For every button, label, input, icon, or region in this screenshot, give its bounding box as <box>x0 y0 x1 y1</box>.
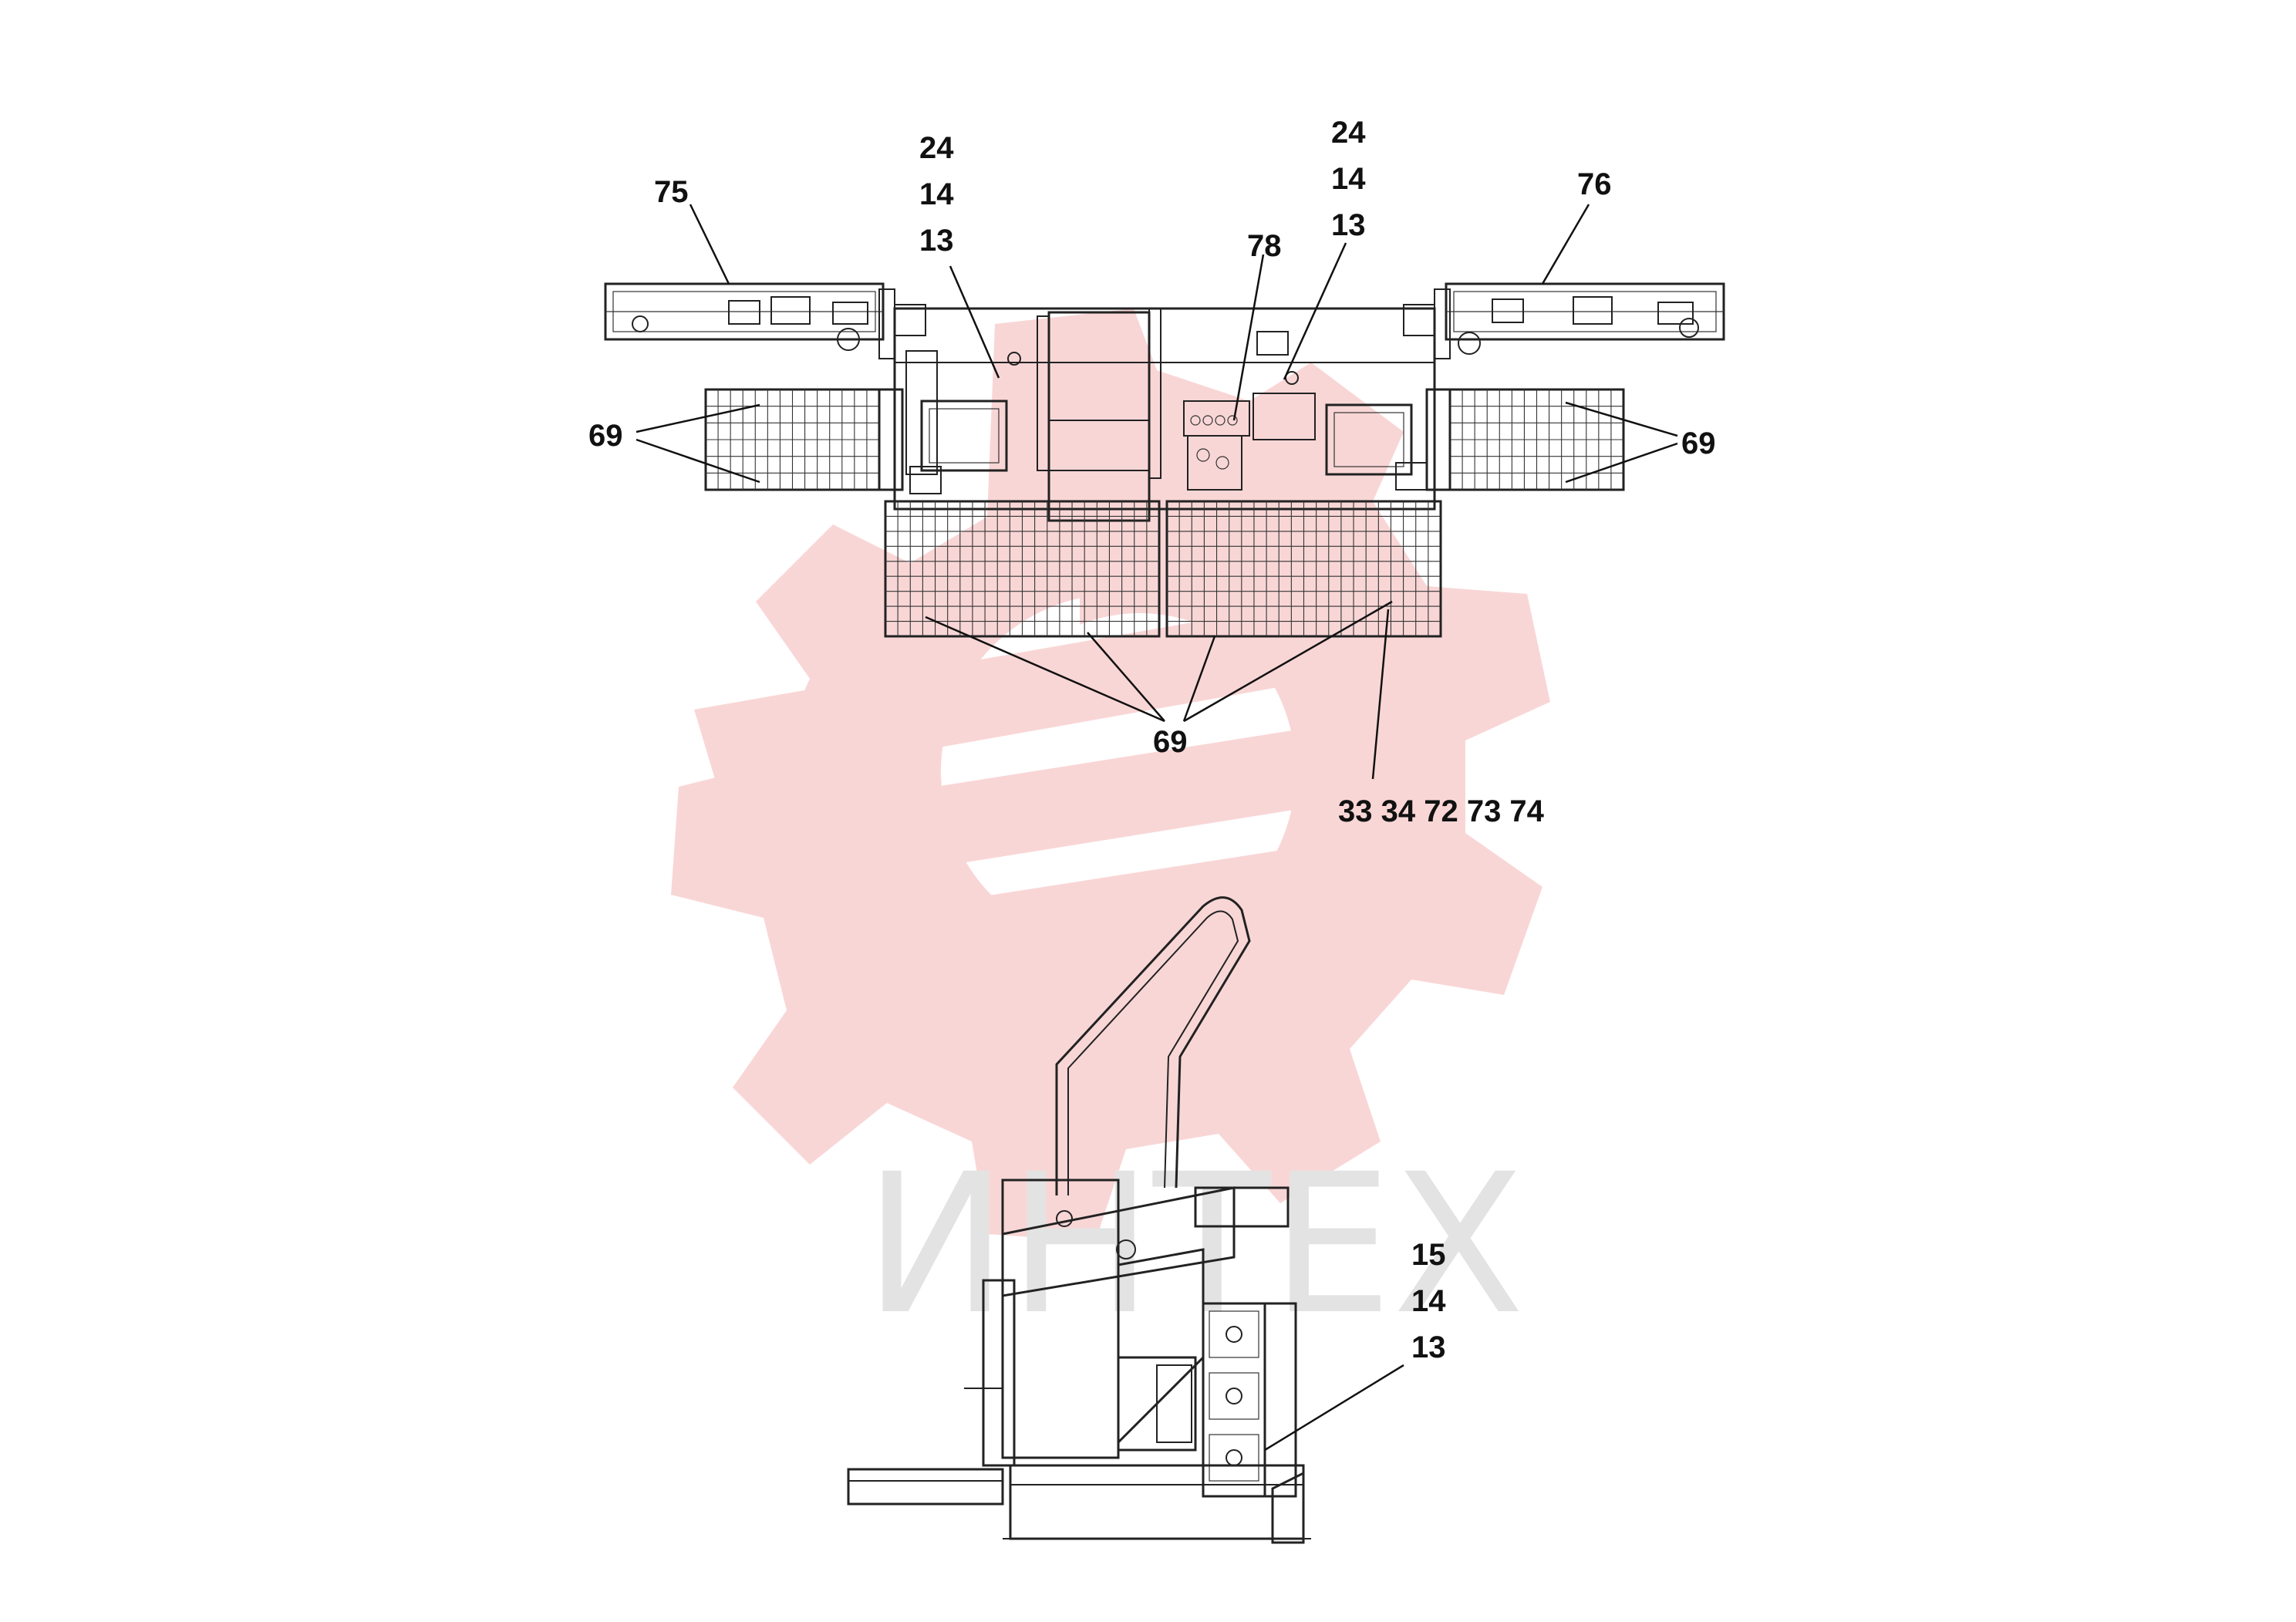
callout-left-stack-1: 24 <box>919 131 954 165</box>
callout-left-stack-3: 13 <box>919 224 954 258</box>
callout-69-right: 69 <box>1681 427 1716 460</box>
callout-right-stack-2: 14 <box>1331 162 1366 196</box>
callout-right-stack-3: 13 <box>1331 208 1366 242</box>
leader-lines <box>636 204 1678 1452</box>
callout-side-stack-2: 14 <box>1411 1284 1446 1318</box>
callout-78: 78 <box>1247 229 1282 263</box>
callout-parts-row: 33 34 72 73 74 <box>1338 794 1545 828</box>
central-chassis <box>893 307 1436 522</box>
callout-left-stack-2: 14 <box>919 177 954 211</box>
callout-labels: 75 76 78 24 14 13 24 14 13 69 69 69 33 3… <box>588 116 1716 1364</box>
left-side-grate <box>704 388 881 491</box>
left-extension-beam <box>604 282 926 359</box>
bottom-left-grate <box>884 500 1161 638</box>
watermark-text: ИНТЕХ <box>864 1132 1525 1357</box>
callout-69-left: 69 <box>588 419 623 453</box>
callout-75: 75 <box>654 175 689 209</box>
callout-right-stack-1: 24 <box>1331 116 1366 150</box>
watermark-logo <box>671 309 1550 1242</box>
callout-69-bottom: 69 <box>1153 725 1188 759</box>
bottom-right-grate <box>1165 500 1442 638</box>
callout-76: 76 <box>1577 167 1612 201</box>
right-side-grate <box>1448 388 1625 491</box>
right-extension-beam <box>1403 282 1725 359</box>
callout-side-stack-1: 15 <box>1411 1238 1446 1272</box>
side-view-assembly <box>847 896 1311 1544</box>
top-view-assembly <box>604 282 1725 638</box>
callout-side-stack-3: 13 <box>1411 1330 1446 1364</box>
handrail <box>1055 896 1251 1195</box>
